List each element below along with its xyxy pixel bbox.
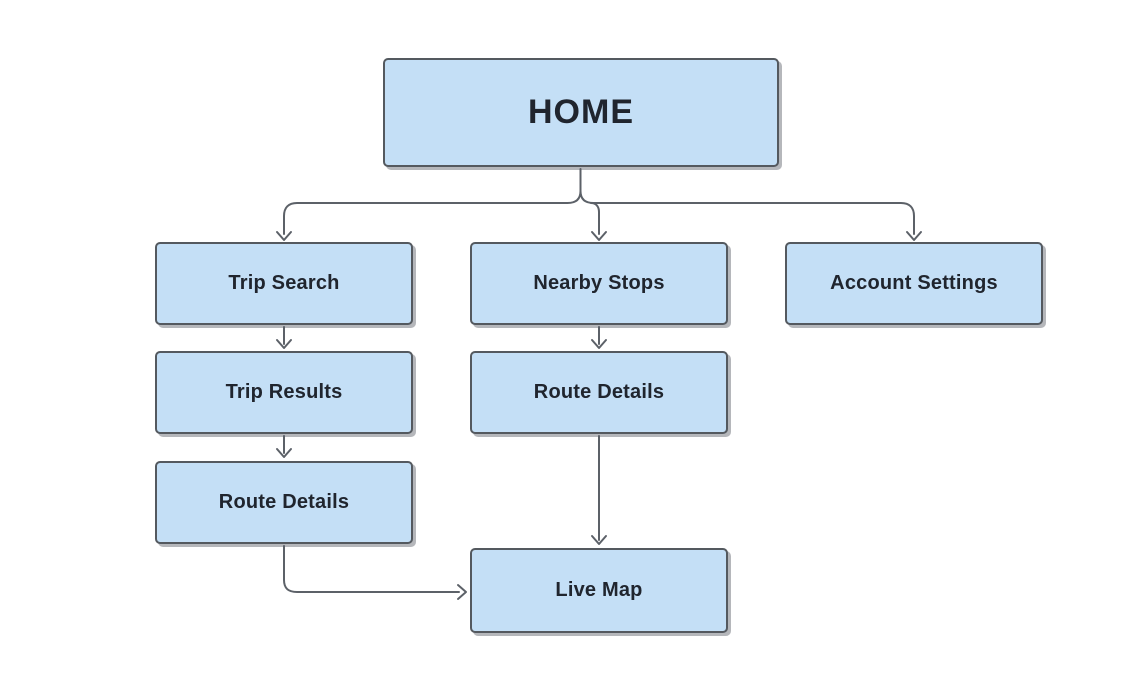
- node-nearby-stops[interactable]: Nearby Stops: [470, 242, 728, 325]
- node-account-settings[interactable]: Account Settings: [785, 242, 1043, 325]
- arrowhead-live-map-left: [457, 584, 467, 600]
- node-trip-search-label: Trip Search: [228, 272, 340, 294]
- arrowhead-route-details-mid: [591, 339, 607, 349]
- edge-home-account-settings: [579, 190, 915, 235]
- node-trip-results[interactable]: Trip Results: [155, 351, 413, 434]
- node-route-details-left[interactable]: Route Details: [155, 461, 413, 544]
- arrowhead-nearby-stops: [591, 231, 607, 241]
- edge-route-details-left-live-map: [283, 545, 460, 593]
- node-live-map[interactable]: Live Map: [470, 548, 728, 633]
- arrowhead-route-details-left: [276, 448, 292, 458]
- node-trip-results-label: Trip Results: [225, 381, 343, 403]
- node-home[interactable]: HOME: [383, 58, 779, 167]
- arrowhead-trip-results: [276, 339, 292, 349]
- arrowhead-account-settings: [906, 231, 922, 241]
- node-route-details-mid-label: Route Details: [533, 381, 665, 403]
- node-home-label: HOME: [528, 93, 634, 131]
- node-nearby-stops-label: Nearby Stops: [533, 272, 665, 294]
- arrowhead-live-map-top: [591, 535, 607, 545]
- node-account-settings-label: Account Settings: [830, 272, 998, 294]
- node-trip-search[interactable]: Trip Search: [155, 242, 413, 325]
- node-live-map-label: Live Map: [555, 579, 643, 601]
- arrowhead-trip-search: [276, 231, 292, 241]
- node-route-details-left-label: Route Details: [218, 491, 350, 513]
- edge-home-nearby-stops: [590, 202, 600, 235]
- node-route-details-mid[interactable]: Route Details: [470, 351, 728, 434]
- edge-home-trip-search: [283, 190, 582, 235]
